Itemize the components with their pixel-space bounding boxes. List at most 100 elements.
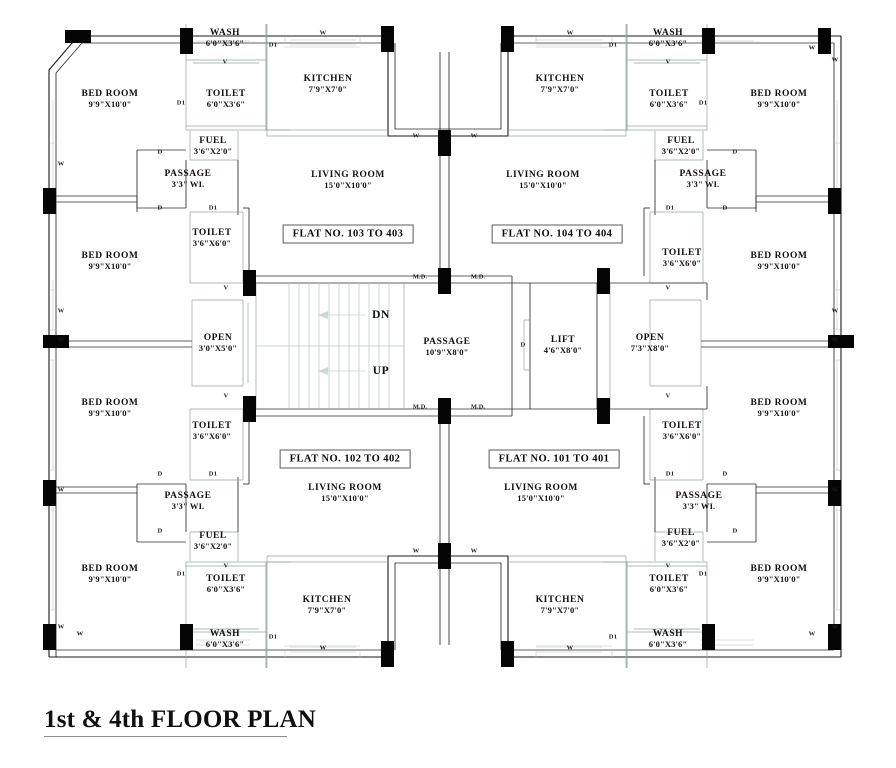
title-underline xyxy=(44,736,287,737)
structural-column xyxy=(438,543,451,569)
room-dimension: 3'6"X2'0" xyxy=(661,537,701,548)
room-dimension: 15'0"X10'0" xyxy=(517,492,565,503)
opening-marker: D1 xyxy=(698,570,708,578)
opening-marker: V xyxy=(223,284,229,292)
room-name: WASH xyxy=(209,628,241,639)
room-name: TOILET xyxy=(662,420,702,431)
room-name: LIVING ROOM xyxy=(308,482,382,493)
room-name: OPEN xyxy=(203,332,233,343)
room-dimension: 15'0"X10'0" xyxy=(324,179,372,190)
opening-marker: D1 xyxy=(176,99,186,107)
opening-marker: D xyxy=(157,148,163,156)
room-name: PASSAGE xyxy=(679,168,727,179)
opening-marker: V xyxy=(665,58,671,66)
opening-marker: V xyxy=(665,284,671,292)
room-dimension: 10'9"X8'0" xyxy=(425,346,469,357)
opening-marker: D xyxy=(732,148,738,156)
opening-marker: D xyxy=(157,470,163,478)
room-dimension: 9'9"X10'0" xyxy=(88,98,132,109)
opening-marker: W xyxy=(57,486,65,494)
room-name: WASH xyxy=(209,27,241,38)
room-dimension: 3'3" WI. xyxy=(686,178,720,189)
structural-column xyxy=(381,26,394,52)
opening-marker: D1 xyxy=(698,99,708,107)
opening-marker: W xyxy=(470,132,478,140)
structural-column xyxy=(828,480,841,506)
structural-column xyxy=(702,28,715,54)
opening-marker: W xyxy=(566,29,574,37)
central-core xyxy=(249,275,708,417)
opening-marker: W xyxy=(319,29,327,37)
structural-column xyxy=(43,188,56,214)
structural-column xyxy=(65,30,91,43)
room-name: KITCHEN xyxy=(302,594,352,605)
opening-marker: D1 xyxy=(608,633,618,641)
room-dimension: 6'0"X3'6" xyxy=(206,98,246,109)
opening-marker: W xyxy=(412,132,420,140)
opening-marker: W xyxy=(76,630,84,638)
opening-marker: M.D. xyxy=(412,273,428,281)
opening-marker: W xyxy=(57,336,65,344)
structural-column xyxy=(828,335,854,348)
room-name: BED ROOM xyxy=(750,397,808,408)
opening-marker: V xyxy=(665,562,671,570)
structural-column xyxy=(501,26,514,52)
central-spine-wall xyxy=(439,52,450,645)
opening-marker: W xyxy=(808,44,816,52)
room-dimension: 9'9"X10'0" xyxy=(88,260,132,271)
room-name: LIVING ROOM xyxy=(311,169,385,180)
room-name: TOILET xyxy=(192,420,232,431)
room-dimension: 15'0"X10'0" xyxy=(321,492,369,503)
opening-marker: V xyxy=(223,562,229,570)
opening-marker: D1 xyxy=(665,204,675,212)
opening-marker: W xyxy=(831,56,839,64)
title-block: 1st & 4th FLOOR PLAN xyxy=(44,706,316,737)
room-name: FUEL xyxy=(667,135,695,146)
flat-103-walls xyxy=(56,24,388,494)
opening-marker: D1 xyxy=(665,470,675,478)
structural-column xyxy=(180,624,193,650)
flat-number-tag: FLAT NO. 102 TO 402 xyxy=(279,449,411,469)
opening-marker: D1 xyxy=(268,41,278,49)
room-dimension: 7'9"X7'0" xyxy=(307,604,347,615)
room-name: KITCHEN xyxy=(535,73,585,84)
room-dimension: 7'9"X7'0" xyxy=(540,604,580,615)
structural-column xyxy=(501,641,514,667)
opening-marker: D xyxy=(157,204,163,212)
room-dimension: 6'0"X3'6" xyxy=(649,98,689,109)
structural-column xyxy=(43,335,69,348)
room-dimension: 6'0"X3'6" xyxy=(648,638,688,649)
room-dimension: 9'9"X10'0" xyxy=(757,407,801,418)
opening-marker: W xyxy=(566,644,574,652)
room-dimension: 15'0"X10'0" xyxy=(519,179,567,190)
room-name: PASSAGE xyxy=(675,490,723,501)
room-name: PASSAGE xyxy=(164,168,212,179)
opening-marker: V xyxy=(665,392,671,400)
room-name: TOILET xyxy=(662,247,702,258)
room-dimension: 6'0"X3'6" xyxy=(649,583,689,594)
room-name: LIVING ROOM xyxy=(506,169,580,180)
room-name: BED ROOM xyxy=(81,563,139,574)
opening-marker: M.D. xyxy=(470,273,486,281)
